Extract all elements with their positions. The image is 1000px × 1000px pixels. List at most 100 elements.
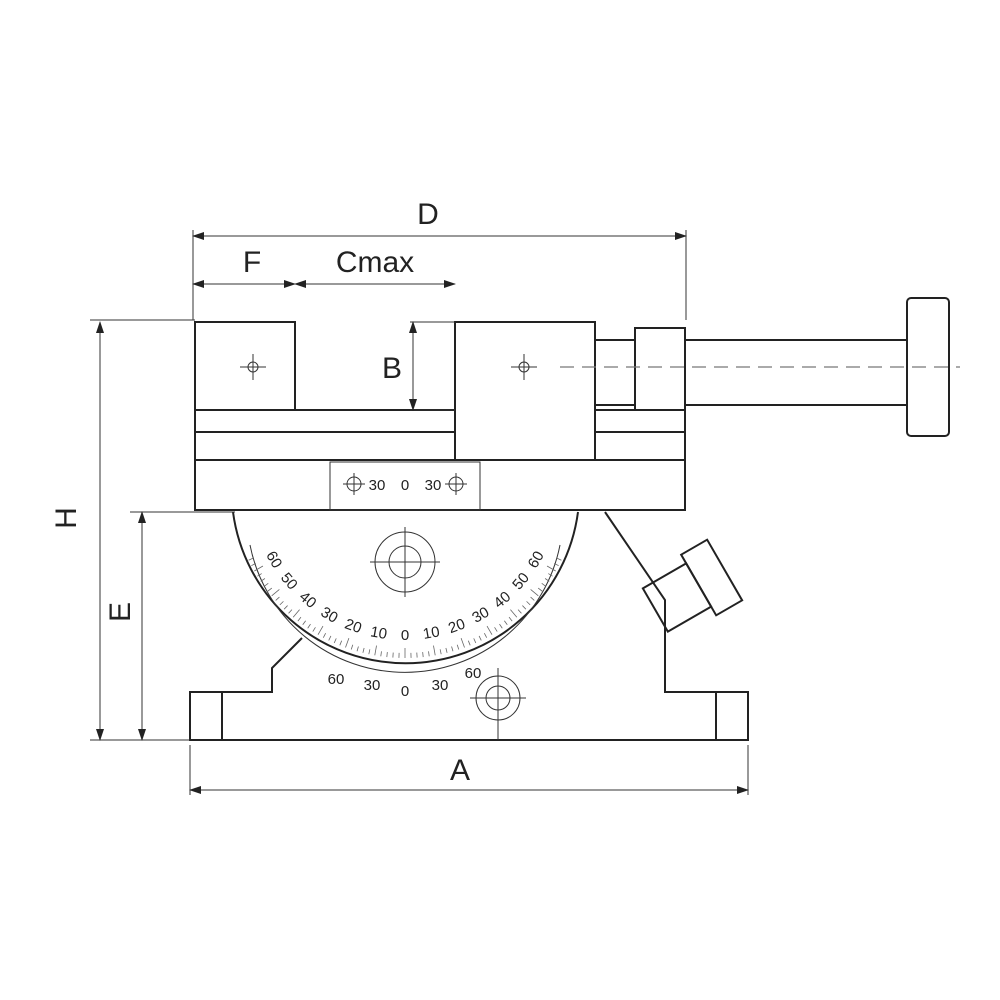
scale-plate xyxy=(329,461,481,511)
dial-tick xyxy=(460,637,465,648)
plate-scale-label: 30 xyxy=(369,477,386,494)
dial-tick xyxy=(279,601,284,606)
dial-tick xyxy=(499,623,503,629)
dial-tick xyxy=(537,587,543,592)
lower-scale-label: 30 xyxy=(432,677,449,694)
plate-scale-label: 30 xyxy=(425,477,442,494)
plate-scale: 30 0 30 xyxy=(343,473,467,495)
dial-scale-label: 30 xyxy=(318,604,341,627)
dial-tick xyxy=(544,578,550,582)
dial-tick xyxy=(312,627,316,632)
dimension-lines xyxy=(90,230,749,795)
dial-tick xyxy=(368,649,371,655)
dial-tick xyxy=(260,578,266,582)
dial-tick xyxy=(288,609,293,614)
dial-tick xyxy=(445,647,448,653)
dial-scale-label: 40 xyxy=(296,588,320,612)
dial-scale-label: 50 xyxy=(277,570,301,594)
lower-scale-label: 0 xyxy=(401,683,409,700)
dial-tick xyxy=(283,605,288,610)
dial-ticks xyxy=(248,557,562,658)
lower-scale-label: 60 xyxy=(328,671,345,688)
dial-tick xyxy=(494,627,498,632)
dial-tick xyxy=(456,644,460,650)
dial-tick xyxy=(297,616,302,622)
dial-tick xyxy=(322,633,327,638)
dial-tick xyxy=(271,589,280,597)
dial-tick xyxy=(317,625,324,635)
dial-tick xyxy=(433,645,436,656)
dial-scale-label: 20 xyxy=(446,615,467,637)
dimension-F: F xyxy=(243,246,261,279)
dial-tick xyxy=(267,587,273,592)
dimension-Cmax: Cmax xyxy=(336,246,414,279)
dimension-D: D xyxy=(417,198,439,231)
dial-tick xyxy=(522,605,527,610)
dial-tick xyxy=(486,625,493,635)
vise-body xyxy=(189,297,960,741)
dial-tick xyxy=(257,573,262,577)
dial-tick xyxy=(380,651,382,657)
dial-scale-label: 10 xyxy=(369,623,388,643)
dial-scale-label: 60 xyxy=(525,548,548,571)
dial-tick xyxy=(333,638,337,644)
plate-scale-label: 0 xyxy=(401,477,409,494)
dial-tick xyxy=(374,645,377,656)
center-mark-icon xyxy=(370,527,440,597)
dial-tick xyxy=(548,573,553,577)
dial-tick xyxy=(350,644,354,650)
dial-scale-label: 50 xyxy=(509,570,533,594)
dial-tick xyxy=(428,651,430,657)
dimension-A: A xyxy=(450,754,470,787)
dial-tick xyxy=(517,609,522,614)
lower-scale: 60 30 0 30 60 xyxy=(328,665,482,700)
dial-tick xyxy=(541,583,547,587)
lower-scale-label: 60 xyxy=(465,665,482,682)
dimension-E: E xyxy=(104,602,137,622)
dimension-B: B xyxy=(382,352,402,385)
dial-tick xyxy=(422,652,424,658)
dial-tick xyxy=(328,635,332,641)
dial-tick xyxy=(362,647,365,653)
dial-tick xyxy=(546,565,556,572)
dial-scale-label: 20 xyxy=(342,615,363,637)
dial-tick xyxy=(478,635,482,641)
dial-tick xyxy=(254,565,264,572)
dial-tick xyxy=(251,562,256,567)
dial-tick xyxy=(356,646,359,652)
dial-tick xyxy=(473,638,477,644)
dial-tick xyxy=(508,616,513,622)
dial-arc xyxy=(232,511,579,665)
dial-tick xyxy=(275,596,280,601)
dial-tick xyxy=(292,609,300,618)
dial-tick xyxy=(451,646,454,652)
dial-tick xyxy=(554,562,559,567)
dial-tick xyxy=(526,601,531,606)
dial-tick xyxy=(339,640,343,646)
dial-tick xyxy=(307,623,311,629)
dial-tick xyxy=(556,557,562,561)
dial-scale-label: 30 xyxy=(469,604,492,627)
dial-tick xyxy=(483,633,488,638)
dial-tick xyxy=(302,620,306,626)
dial-scale-label: 10 xyxy=(422,623,441,643)
dial-scale-label: 0 xyxy=(401,627,409,644)
dial-scale-label: 60 xyxy=(262,548,285,571)
center-mark-icon xyxy=(240,354,266,380)
dial-tick xyxy=(263,583,269,587)
dial-tick xyxy=(510,609,518,618)
center-mark-icon xyxy=(470,668,526,740)
dial-tick xyxy=(439,649,442,655)
dial-scale-label: 40 xyxy=(491,588,515,612)
lower-scale-label: 30 xyxy=(364,677,381,694)
dial-tick xyxy=(504,620,508,626)
dial-tick xyxy=(467,640,471,646)
dial-tick xyxy=(248,557,254,561)
dial-tick xyxy=(386,652,388,658)
center-mark-icon xyxy=(511,354,537,380)
dial-tick xyxy=(530,589,539,597)
dial-tick xyxy=(530,596,535,601)
dial-tick xyxy=(345,637,350,648)
